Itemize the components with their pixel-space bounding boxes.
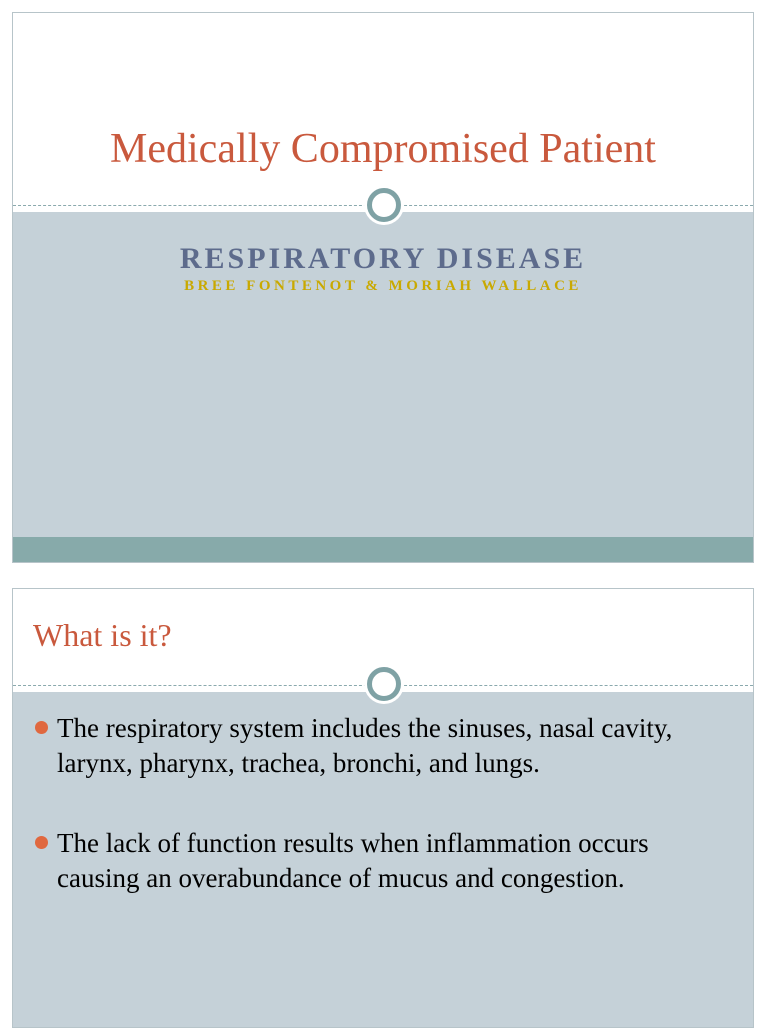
bullet-dot-icon <box>35 836 48 849</box>
slide-heading: What is it? <box>33 617 172 653</box>
slide-title: Medically Compromised Patient <box>110 126 656 172</box>
slide-2: What is it? The respiratory system inclu… <box>12 588 754 1028</box>
bullet-dot-icon <box>35 721 48 734</box>
content-area <box>13 692 753 1027</box>
bullet-text: The respiratory system includes the sinu… <box>57 713 673 778</box>
slide-subtitle: RESPIRATORY DISEASE <box>179 242 587 275</box>
bullet-text: The lack of function results when inflam… <box>57 828 649 893</box>
slide-1: Medically Compromised Patient RESPIRATOR… <box>12 12 754 563</box>
ring-ornament-icon <box>367 667 401 701</box>
slide-authors: BREE FONTENOT & MORIAH WALLACE <box>184 278 582 294</box>
content-area <box>13 212 753 537</box>
title-area <box>13 13 753 205</box>
footer-bar <box>13 537 753 562</box>
ring-ornament-icon <box>367 188 401 222</box>
